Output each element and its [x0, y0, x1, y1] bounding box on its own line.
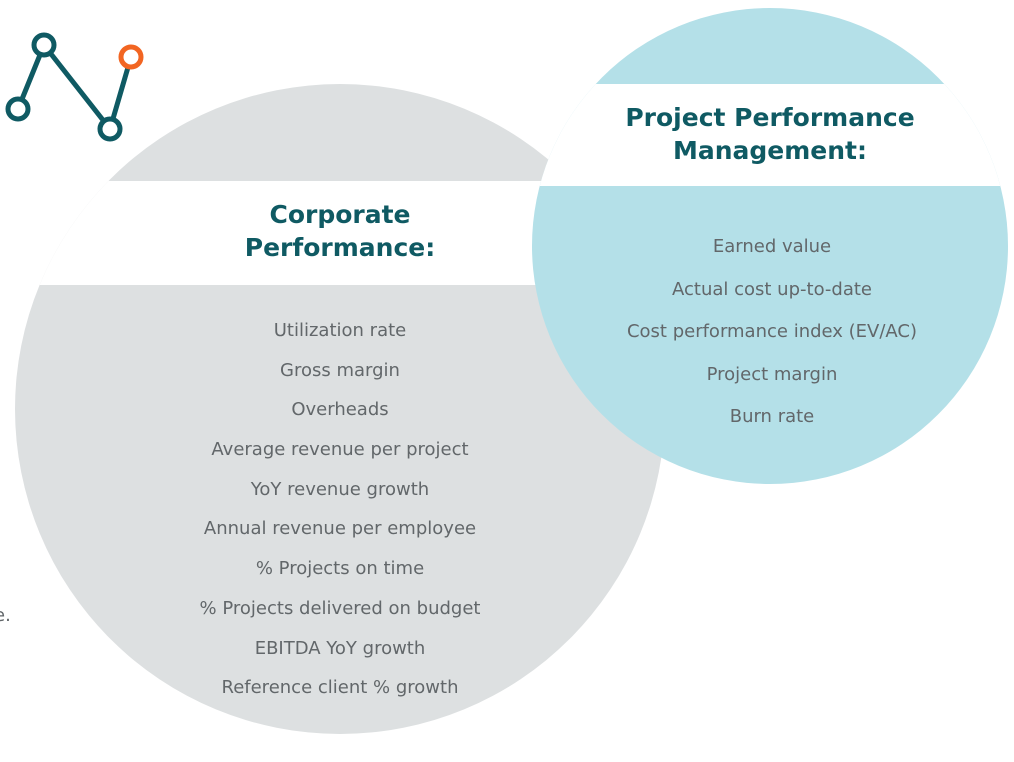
project-kpi-item: Earned value	[712, 236, 832, 257]
corporate-kpi-item: Overheads	[291, 399, 389, 421]
project-kpi-item: Burn rate	[729, 406, 815, 427]
corporate-kpi-list: Utilization rate Gross margin Overheads …	[110, 311, 570, 708]
corporate-kpi-item: YoY revenue growth	[250, 478, 430, 500]
project-kpi-item: Project margin	[706, 363, 838, 385]
corporate-performance-title: Corporate Performance:	[190, 198, 490, 264]
trend-node-2	[31, 32, 57, 58]
project-kpi-item: Cost performance index (EV/AC)	[626, 321, 918, 342]
corporate-kpi-item: Annual revenue per employee	[203, 518, 477, 540]
trend-node-accent	[118, 44, 144, 70]
corporate-title-line-2: Performance:	[244, 233, 436, 262]
project-title-line-1: Project Performance	[625, 103, 915, 132]
corporate-kpi-item: EBITDA YoY growth	[254, 637, 426, 659]
corporate-kpi-item: Average revenue per project	[211, 439, 469, 461]
trend-node-1	[5, 96, 31, 122]
project-title-band	[532, 84, 1008, 186]
trend-node-3	[97, 116, 123, 142]
corporate-kpi-item: Utilization rate	[273, 320, 407, 341]
project-performance-circle	[532, 8, 1008, 484]
trend-line	[15, 42, 134, 132]
project-kpi-item: Actual cost up-to-date	[672, 278, 872, 300]
project-title-line-2: Management:	[672, 136, 868, 165]
corporate-kpi-item: Gross margin	[280, 359, 400, 381]
corporate-kpi-item: % Projects on time	[255, 558, 425, 580]
line-trend-icon	[5, 32, 144, 142]
clipped-text-fragment: e.	[0, 605, 11, 626]
corporate-title-line-1: Corporate	[269, 200, 411, 229]
project-performance-title: Project Performance Management:	[570, 101, 970, 167]
corporate-kpi-item: Reference client % growth	[221, 677, 459, 699]
corporate-kpi-item: % Projects delivered on budget	[199, 597, 481, 619]
project-kpi-list: Earned value Actual cost up-to-date Cost…	[562, 226, 982, 439]
